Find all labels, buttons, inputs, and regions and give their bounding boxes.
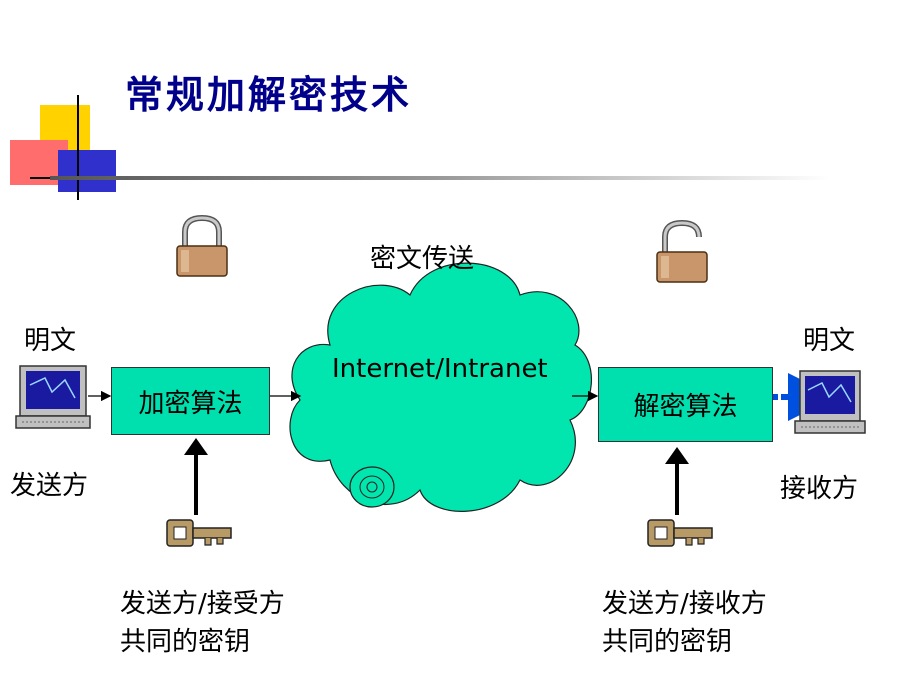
key-arrowhead-left xyxy=(184,438,208,455)
receiver-key-caption: 发送方/接收方 共同的密钥 xyxy=(602,585,767,661)
computer-icon xyxy=(15,365,91,429)
decrypt-algorithm-box: 解密算法 xyxy=(598,367,773,442)
lock-open-icon xyxy=(656,219,708,283)
sender-plaintext-label: 明文 xyxy=(24,326,77,356)
encrypt-algorithm-box: 加密算法 xyxy=(111,367,270,435)
sender-role-label: 发送方 xyxy=(10,471,89,501)
receiver-plaintext-label: 明文 xyxy=(803,326,856,356)
key-icon xyxy=(647,519,713,547)
transport-label: 密文传送 xyxy=(370,244,475,274)
key-icon xyxy=(166,519,232,547)
sender-key-caption-line-2: 共同的密钥 xyxy=(120,627,251,657)
receiver-key-caption-line-2: 共同的密钥 xyxy=(602,627,733,657)
slide-title: 常规加解密技术 xyxy=(125,72,413,117)
blue-square xyxy=(58,150,116,192)
sender-key-caption-line-1: 发送方/接受方 xyxy=(120,589,285,619)
lock-closed-icon xyxy=(176,214,228,277)
computer-icon xyxy=(794,370,866,434)
network-cloud xyxy=(289,262,593,512)
key-arrowhead-right xyxy=(665,447,689,464)
receiver-key-caption-line-1: 发送方/接收方 xyxy=(602,589,767,619)
sender-key-caption: 发送方/接受方 共同的密钥 xyxy=(120,585,285,661)
network-label: Internet/Intranet xyxy=(332,354,548,384)
title-underline xyxy=(50,176,830,180)
receiver-role-label: 接收方 xyxy=(780,474,859,504)
corner-decoration xyxy=(10,95,125,200)
